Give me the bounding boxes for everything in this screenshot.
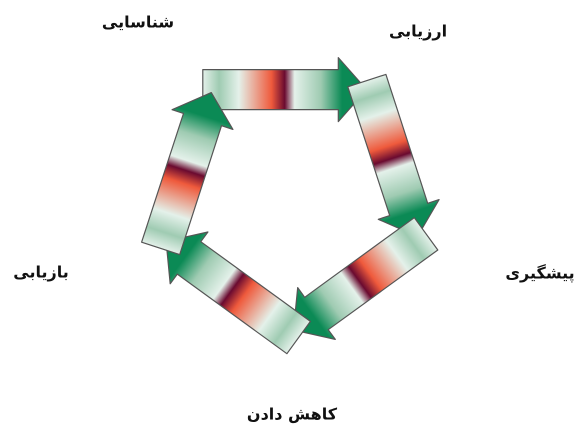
label-recovery: بازیابی — [13, 263, 68, 282]
cycle-arrow-left — [166, 232, 310, 354]
label-identification: شناسایی — [102, 13, 174, 32]
label-assessment: ارزیابی — [389, 22, 447, 41]
label-prevention: پیشگیری — [505, 264, 574, 283]
cycle-arrow-right — [348, 74, 439, 236]
cycle-arrow-top — [203, 58, 367, 122]
cycle-arrow-upper-left — [142, 93, 233, 255]
label-reduction: کاهش دادن — [247, 405, 337, 424]
cycle-arrow-bottom — [294, 218, 438, 340]
